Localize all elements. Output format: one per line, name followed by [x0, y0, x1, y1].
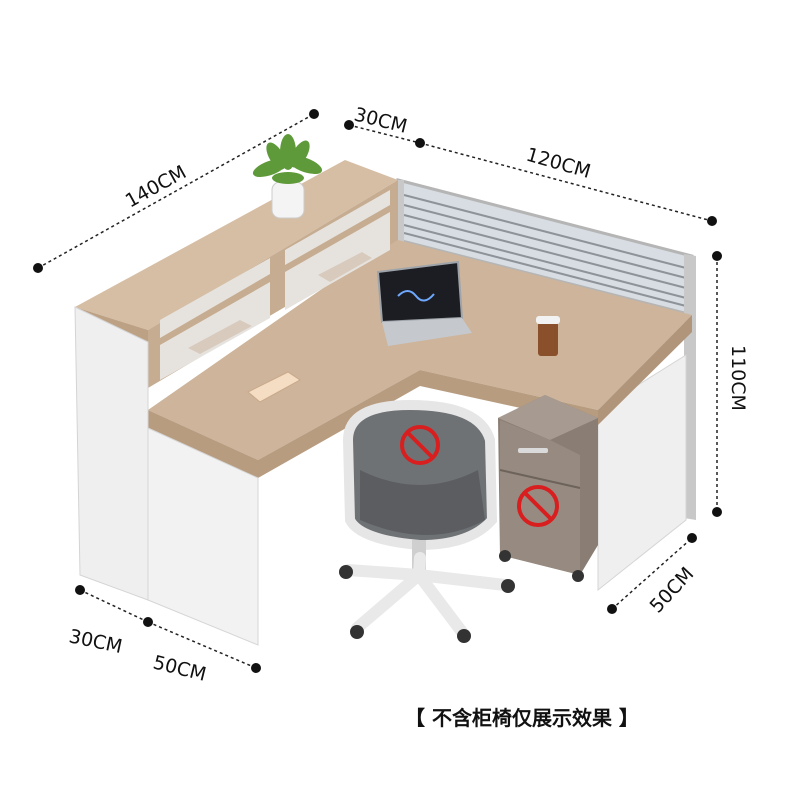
- disclaimer-caption: 【 不含柜椅仅展示效果 】: [405, 706, 639, 730]
- smartphone: [247, 371, 301, 403]
- desktop-surface: [148, 240, 692, 478]
- dim-120cm-label: 120CM: [524, 144, 593, 183]
- prohibited-sign-icon: [400, 425, 440, 465]
- dimension-endpoints: [33, 109, 722, 673]
- drawer-pedestal: [498, 395, 598, 582]
- dim-110cm-label: 110CM: [727, 345, 749, 411]
- prohibited-sign-icon: [517, 485, 559, 527]
- coffee-cup: [536, 316, 560, 356]
- dim-50cm-bottom-label: 50CM: [151, 652, 209, 686]
- dim-30cm-bottom-label: 30CM: [67, 625, 124, 658]
- dim-140cm-label: 140CM: [122, 161, 190, 212]
- laptop: [376, 260, 472, 346]
- potted-plant: [252, 134, 323, 219]
- dimension-lines: [37, 113, 718, 669]
- office-chair: [339, 399, 515, 643]
- reception-counter: [74, 160, 398, 646]
